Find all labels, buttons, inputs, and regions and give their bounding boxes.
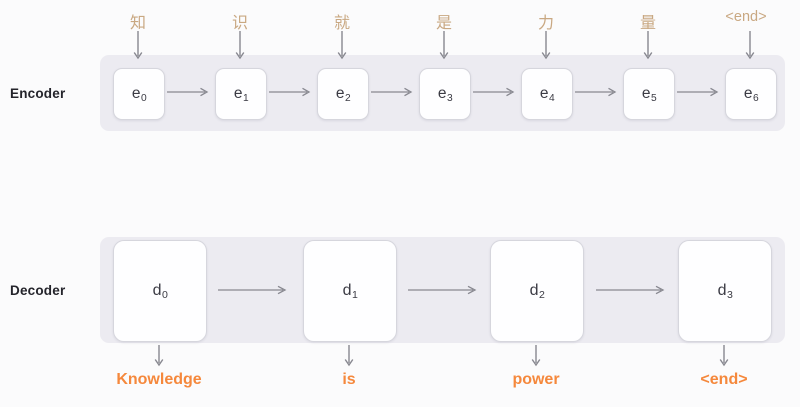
encoder-cell-e0-label: e0 (131, 85, 147, 105)
encoder-cell-e1[interactable]: e1 (215, 68, 267, 120)
decoder-cell-d1[interactable]: d1 (303, 240, 397, 342)
encoder-input-arrow-6 (744, 31, 756, 62)
decoder-cell-d2-label: d2 (529, 282, 545, 302)
decoder-output-token-1: is (342, 371, 356, 388)
encoder-input-arrow-5 (642, 31, 654, 62)
encoder-input-arrow-4 (540, 31, 552, 62)
encoder-cell-e5-label: e5 (641, 85, 657, 105)
encoder-flow-arrow-5-6 (677, 86, 721, 98)
encoder-cell-e3-label: e3 (437, 85, 453, 105)
encoder-cell-e4-label: e4 (539, 85, 555, 105)
encoder-input-token-3: 是 (435, 15, 453, 32)
decoder-cell-d0-label: d0 (152, 282, 168, 302)
encoder-input-token-0: 知 (129, 15, 147, 32)
encoder-flow-arrow-1-2 (269, 86, 313, 98)
encoder-input-arrow-3 (438, 31, 450, 62)
decoder-flow-arrow-2-3 (596, 284, 668, 296)
encoder-input-token-5: 量 (639, 15, 657, 32)
decoder-output-token-3: <end> (700, 371, 748, 388)
encoder-input-token-2: 就 (333, 15, 351, 32)
decoder-cell-d3-label: d3 (717, 282, 733, 302)
encoder-flow-arrow-0-1 (167, 86, 211, 98)
encoder-cell-e6-label: e6 (743, 85, 759, 105)
decoder-cell-d0[interactable]: d0 (113, 240, 207, 342)
decoder-output-token-0: Knowledge (116, 371, 202, 388)
encoder-input-token-6: <end> (725, 9, 767, 25)
encoder-flow-arrow-3-4 (473, 86, 517, 98)
encoder-cell-e0[interactable]: e0 (113, 68, 165, 120)
decoder-row-label: Decoder (10, 283, 66, 298)
encoder-cell-e1-label: e1 (233, 85, 249, 105)
decoder-output-arrow-0 (153, 345, 165, 369)
encoder-input-token-4: 力 (537, 15, 555, 32)
decoder-output-arrow-2 (530, 345, 542, 369)
encoder-input-arrow-1 (234, 31, 246, 62)
encoder-cell-e5[interactable]: e5 (623, 68, 675, 120)
encoder-cell-e4[interactable]: e4 (521, 68, 573, 120)
encoder-cell-e3[interactable]: e3 (419, 68, 471, 120)
encoder-input-arrow-0 (132, 31, 144, 62)
decoder-flow-arrow-0-1 (218, 284, 290, 296)
encoder-input-token-1: 识 (231, 15, 249, 32)
encoder-input-arrow-2 (336, 31, 348, 62)
encoder-cell-e6[interactable]: e6 (725, 68, 777, 120)
decoder-cell-d3[interactable]: d3 (678, 240, 772, 342)
decoder-flow-arrow-1-2 (408, 284, 480, 296)
encoder-flow-arrow-2-3 (371, 86, 415, 98)
decoder-output-arrow-3 (718, 345, 730, 369)
decoder-cell-d2[interactable]: d2 (490, 240, 584, 342)
encoder-flow-arrow-4-5 (575, 86, 619, 98)
encoder-row-label: Encoder (10, 86, 66, 101)
decoder-output-token-2: power (512, 371, 560, 388)
decoder-cell-d1-label: d1 (342, 282, 358, 302)
encoder-cell-e2[interactable]: e2 (317, 68, 369, 120)
decoder-output-arrow-1 (343, 345, 355, 369)
encoder-cell-e2-label: e2 (335, 85, 351, 105)
